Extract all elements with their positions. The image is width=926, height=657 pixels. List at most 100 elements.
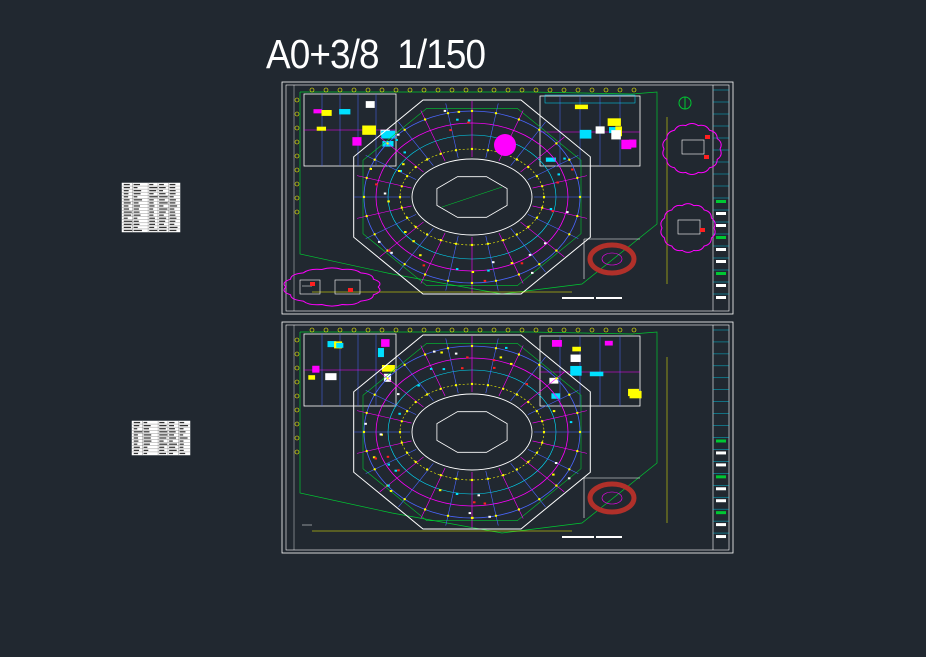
column-dot: [414, 165, 417, 169]
revision-cloud: [662, 123, 722, 175]
room-symbol: [404, 231, 407, 233]
room-symbol: [379, 433, 383, 436]
column-dot: [373, 468, 376, 471]
room-symbol: [467, 119, 471, 122]
column-dot: [517, 508, 521, 511]
column-dot: [423, 353, 427, 356]
table-cell-text: [149, 190, 157, 192]
column-dot: [555, 484, 558, 487]
title-block-entry: [716, 248, 726, 251]
floor-plan-sheet-upper[interactable]: [281, 81, 734, 315]
grid-axis-bubble: [519, 87, 525, 93]
grid-axis-bubble: [294, 393, 300, 399]
table-cell-text: [149, 220, 156, 222]
table-cell-text: [159, 229, 167, 232]
grid-axis-bubble: [294, 365, 300, 371]
table-cell-text: [179, 434, 184, 436]
column-dot: [576, 176, 579, 180]
arena-edge: [411, 158, 533, 236]
equipment-symbol: [381, 339, 390, 347]
room-symbol: [492, 359, 496, 362]
column-dot: [535, 175, 539, 178]
table-cell-text: [123, 186, 130, 189]
grid-axis-bubble: [547, 327, 553, 333]
table-cell-text: [159, 208, 168, 210]
table-cell-text: [159, 443, 168, 445]
grid-axis-bubble: [533, 327, 539, 333]
radial-partition: [527, 449, 579, 474]
room-symbol: [455, 493, 459, 495]
column-dot: [403, 128, 406, 131]
equipment-symbol: [609, 127, 621, 134]
table-cell-text: [159, 205, 164, 207]
column-dot: [502, 239, 505, 242]
equipment-symbol: [545, 157, 556, 162]
column-dot: [470, 344, 474, 348]
schedule-table-1[interactable]: [121, 182, 181, 233]
title-block-entry: [716, 260, 726, 263]
arena-floor: [436, 176, 508, 218]
table-cell-text: [179, 437, 188, 439]
table-cell-text: [133, 446, 140, 448]
schedule-table-2[interactable]: [131, 420, 191, 456]
grid-axis-bubble: [589, 87, 595, 93]
equipment-symbol: [607, 118, 621, 126]
room-symbol: [493, 366, 496, 369]
seating-detail-plan: [587, 242, 637, 276]
table-cell-text: [159, 431, 168, 433]
grid-axis-bubble: [603, 87, 609, 93]
table-cell-text: [133, 428, 138, 430]
room-symbol: [556, 181, 559, 184]
radial-partition: [379, 371, 424, 408]
table-cell-text: [133, 437, 139, 439]
table-cell-text: [133, 193, 141, 195]
column-dot: [405, 451, 409, 454]
column-dot: [400, 420, 403, 423]
column-dot: [502, 474, 505, 477]
equipment-symbol: [570, 365, 582, 376]
room-symbol: [549, 208, 553, 210]
grid-axis-bubble: [294, 435, 300, 441]
table-cell-text: [169, 193, 176, 195]
grid-axis-bubble: [463, 87, 469, 93]
column-dot: [414, 460, 417, 464]
column-dot: [446, 347, 450, 350]
column-dot: [446, 112, 450, 115]
table-cell-text: [169, 217, 177, 219]
table-cell-text: [159, 202, 168, 204]
table-cell-text: [149, 208, 154, 210]
column-dot: [568, 158, 571, 161]
column-dot: [486, 477, 490, 480]
equipment-symbol: [352, 137, 362, 146]
title-block-entry: [716, 535, 726, 539]
table-cell-text: [179, 421, 185, 424]
equipment-symbol: [611, 130, 621, 140]
room-symbol: [552, 473, 555, 476]
radial-partition: [365, 449, 417, 474]
grid-axis-bubble: [294, 337, 300, 343]
drawing-scale-title: A0+3/8 1/150: [266, 31, 486, 77]
grid-axis-bubble: [393, 327, 399, 333]
floor-plan-sheet-lower[interactable]: [281, 321, 734, 554]
column-dot: [470, 382, 474, 386]
equipment-symbol: [552, 340, 562, 347]
table-cell-text: [149, 217, 155, 219]
table-cell-text: [159, 452, 166, 455]
column-dot: [398, 430, 402, 434]
grid-axis-bubble: [407, 327, 413, 333]
table-cell-text: [169, 425, 174, 427]
table-cell-text: [179, 446, 184, 448]
column-dot: [365, 176, 368, 180]
table-cell-text: [169, 437, 177, 439]
equipment-symbol: [570, 354, 581, 362]
radial-partition: [527, 214, 579, 239]
room-symbol: [473, 501, 476, 504]
table-cell-text: [143, 443, 150, 445]
table-cell-text: [133, 208, 139, 210]
grid-axis-bubble: [294, 449, 300, 455]
table-cell-text: [149, 223, 156, 225]
column-dot: [425, 468, 429, 471]
title-block-entry: [716, 439, 726, 443]
grid-axis-bubble: [421, 327, 427, 333]
